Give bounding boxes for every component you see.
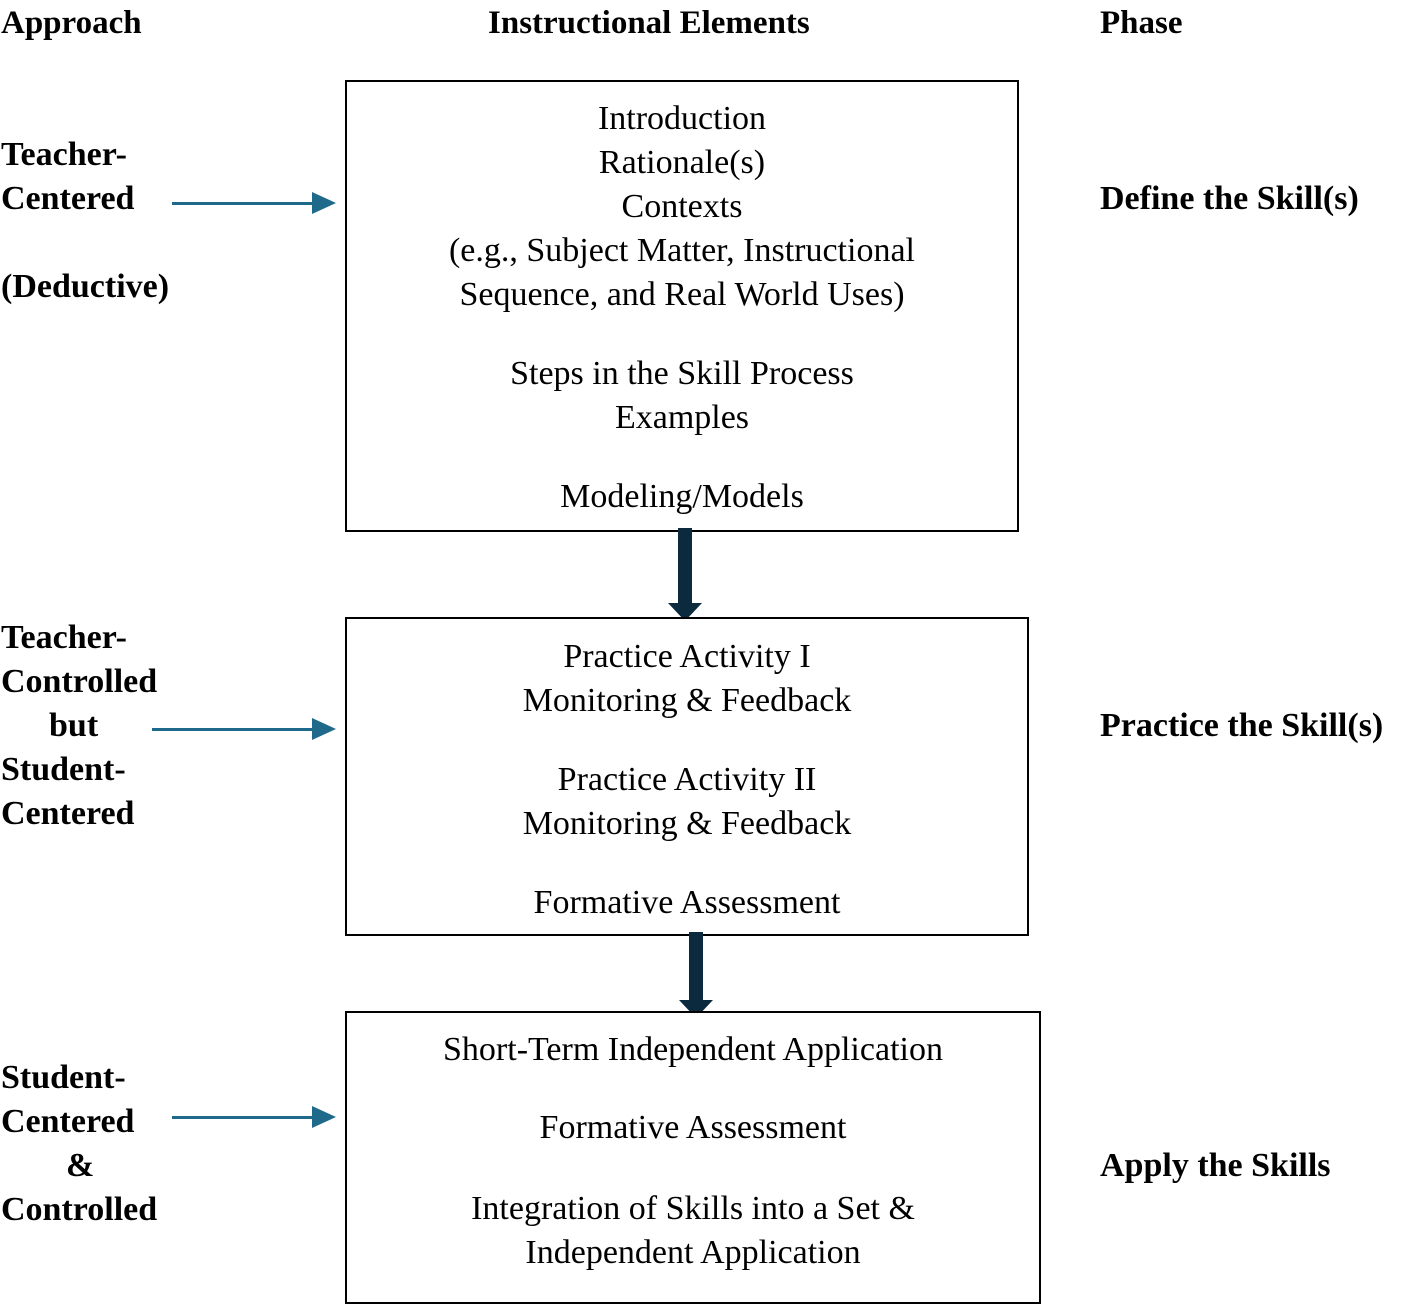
phase-define: Define the Skill(s) — [1100, 180, 1359, 217]
approach-line: & — [66, 1147, 95, 1184]
instructional-elements-header: Instructional Elements — [488, 5, 810, 41]
element-group: Modeling/Models — [347, 475, 1017, 519]
phase-practice: Practice the Skill(s) — [1100, 707, 1384, 744]
approach-header: Approach — [1, 5, 142, 41]
approach-line: but — [49, 707, 99, 744]
element-group: Steps in the Skill Process Examples — [347, 352, 1017, 440]
right-arrow-1 — [172, 192, 336, 214]
element-text: Formative Assessment — [533, 884, 841, 921]
apply-skills-box: Short-Term Independent Application Forma… — [345, 1011, 1041, 1304]
element-text: Steps in the Skill Process — [510, 355, 854, 392]
element-text: Introduction — [597, 100, 767, 137]
define-skill-box: Introduction Rationale(s) Contexts (e.g.… — [345, 80, 1019, 532]
approach-line — [1, 221, 169, 265]
approach-label-teacher-centered: Teacher- Centered (Deductive) — [1, 133, 169, 309]
element-group: Short-Term Independent Application — [347, 1028, 1039, 1072]
element-text: Monitoring & Feedback — [522, 682, 852, 719]
approach-line: Student- — [1, 1059, 126, 1096]
approach-line: (Deductive) — [1, 268, 170, 305]
down-arrow-2 — [679, 932, 713, 1018]
approach-label-student-centered: Student- Centered & Controlled — [1, 1056, 157, 1232]
approach-line: Student- — [1, 751, 126, 788]
element-text: Contexts — [621, 188, 743, 225]
practice-skill-box: Practice Activity I Monitoring & Feedbac… — [345, 617, 1029, 936]
approach-line: Controlled — [1, 663, 158, 700]
approach-line: Teacher- — [1, 619, 127, 656]
approach-line: Teacher- — [1, 136, 127, 173]
element-text: Integration of Skills into a Set & — [471, 1190, 915, 1227]
phase-header: Phase — [1100, 5, 1183, 41]
element-text: Monitoring & Feedback — [522, 805, 852, 842]
approach-label-teacher-controlled: Teacher- Controlled but Student- Centere… — [1, 616, 157, 836]
phase-apply: Apply the Skills — [1100, 1147, 1331, 1184]
element-text: Rationale(s) — [598, 144, 766, 181]
element-text: Short-Term Independent Application — [443, 1031, 943, 1068]
element-text: Independent Application — [525, 1234, 861, 1271]
right-arrow-3 — [172, 1106, 336, 1128]
element-text: Sequence, and Real World Uses) — [459, 276, 905, 313]
element-group: Introduction Rationale(s) Contexts (e.g.… — [347, 97, 1017, 317]
element-group: Practice Activity I Monitoring & Feedbac… — [347, 635, 1027, 723]
element-group: Practice Activity II Monitoring & Feedba… — [347, 758, 1027, 846]
element-group: Formative Assessment — [347, 881, 1027, 925]
down-arrow-1 — [668, 528, 702, 621]
element-text: (e.g., Subject Matter, Instructional — [448, 232, 915, 269]
right-arrow-2 — [152, 718, 336, 740]
element-group: Formative Assessment — [347, 1106, 1039, 1150]
approach-line: Controlled — [1, 1191, 158, 1228]
approach-line: Centered — [1, 1103, 135, 1140]
element-text: Formative Assessment — [539, 1109, 847, 1146]
element-group: Integration of Skills into a Set & Indep… — [347, 1187, 1039, 1275]
element-text: Practice Activity I — [563, 638, 811, 675]
element-text: Modeling/Models — [560, 478, 804, 515]
approach-line: Centered — [1, 795, 135, 832]
element-text: Practice Activity II — [557, 761, 817, 798]
element-text: Examples — [614, 399, 750, 436]
approach-line: Centered — [1, 180, 135, 217]
